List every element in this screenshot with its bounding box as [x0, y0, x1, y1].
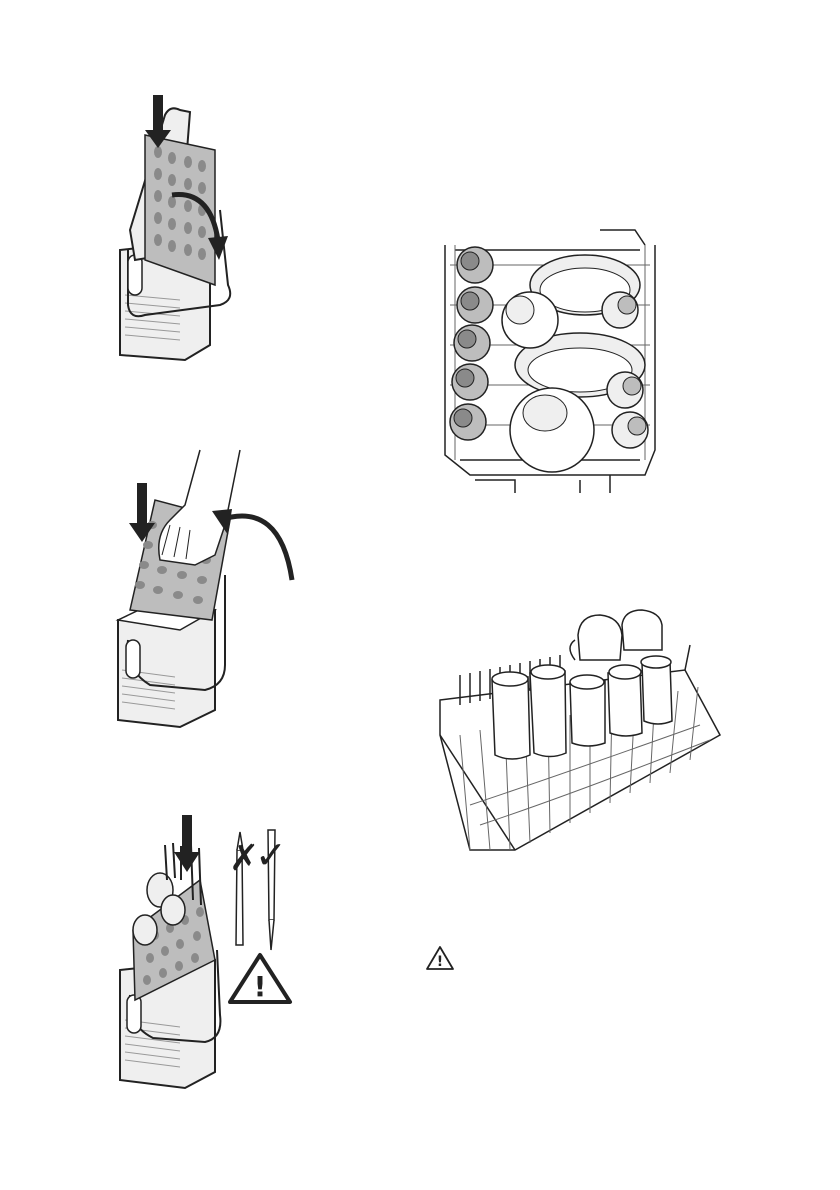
- cutlery-loading-illustration: ✗ ✓ !: [105, 810, 310, 1090]
- lower-rack-loaded-illustration: [430, 225, 665, 495]
- upper-rack-loaded-illustration: [430, 605, 730, 855]
- cutlery-basket-close-illustration: [100, 90, 260, 365]
- warning-triangle-icon: !: [425, 945, 455, 971]
- warning-glyph: !: [254, 970, 267, 1003]
- warning-symbol-glyph: !: [437, 954, 443, 970]
- right-mark: ✓: [255, 833, 287, 877]
- cutlery-basket-open-illustration: [100, 445, 305, 730]
